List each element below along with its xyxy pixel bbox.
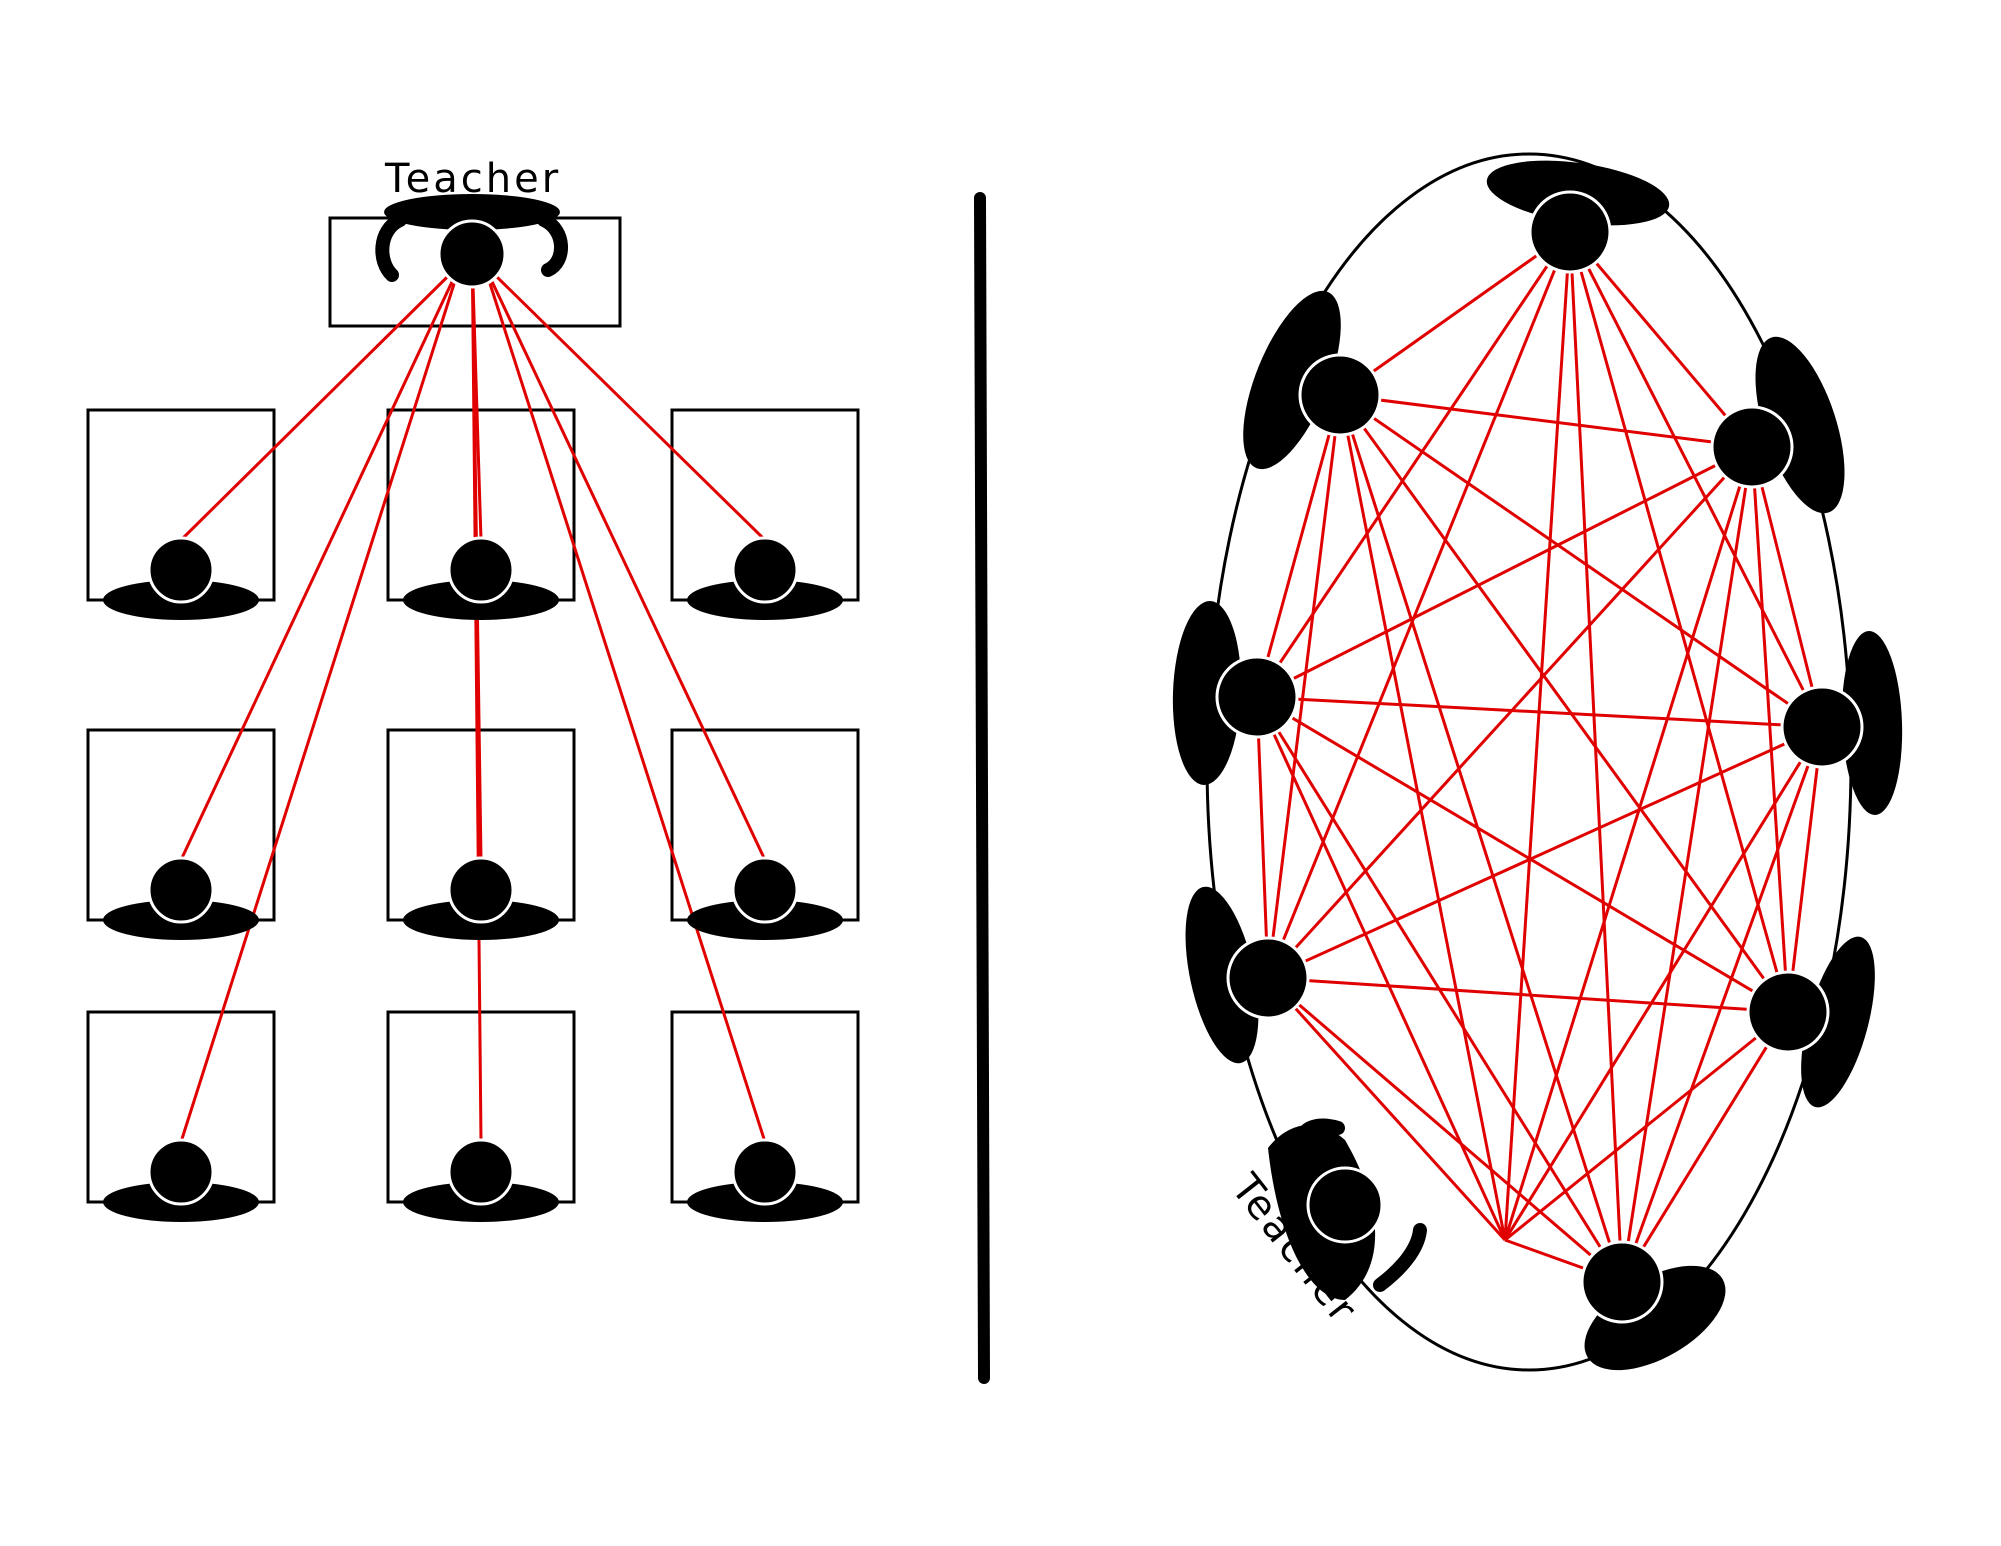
student-chair (1172, 601, 1242, 785)
student-student-link (1620, 446, 1754, 1283)
student-student-link (1568, 231, 1824, 728)
student-student-links (1255, 230, 1824, 1284)
teacher-student-link (179, 263, 462, 1143)
student-student-link (1256, 695, 1823, 729)
student-student-link (1266, 394, 1342, 979)
teacher-student-link (482, 262, 767, 542)
student-head (1580, 1240, 1664, 1324)
student-student-link (1267, 976, 1623, 1284)
student-student-link (1568, 231, 1790, 1013)
student-head (1215, 655, 1299, 739)
student-head (731, 856, 799, 924)
chairs-right (1172, 160, 1903, 1371)
traditional-classroom: Teacher (86, 156, 860, 1222)
student-student-link (1255, 696, 1507, 1241)
teacher-student-link (179, 263, 462, 861)
student-head (731, 536, 799, 604)
student-head (731, 1138, 799, 1206)
student-head (447, 536, 515, 604)
student-student-link (1255, 394, 1342, 698)
teacher-student-link (179, 262, 462, 542)
student-head (1226, 936, 1310, 1020)
student-chair (1755, 336, 1845, 514)
student-desks (86, 408, 860, 1204)
student-student-link (1256, 695, 1789, 1014)
student-student-link (1339, 393, 1753, 449)
student-student-link (1503, 446, 1754, 1241)
teacher-head-right (1306, 1166, 1384, 1244)
students-left (103, 536, 843, 1222)
teacher-student-links (179, 262, 767, 1143)
student-student-link (1750, 446, 1824, 728)
student-chair (1243, 290, 1341, 470)
students-right (1215, 190, 1864, 1324)
teacher-arm-lower (1373, 1223, 1427, 1292)
teacher-student-link (470, 263, 483, 1143)
student-chair (1185, 886, 1259, 1064)
teacher-arm-right (537, 213, 568, 277)
teacher-arm-upper (1297, 1118, 1345, 1147)
student-chair (1841, 631, 1903, 815)
student-student-link (1256, 445, 1753, 699)
student-student-link (1255, 231, 1572, 698)
student-student-link (1750, 446, 1790, 1013)
student-student-link (1338, 394, 1624, 1283)
student-head (447, 1138, 515, 1206)
student-student-link (1786, 726, 1824, 1013)
student-student-link (1503, 231, 1572, 1241)
student-student-link (1267, 976, 1789, 1014)
student-head (147, 856, 215, 924)
student-student-link (1339, 393, 1823, 729)
student-student-link (1338, 394, 1790, 1013)
student-head (147, 1138, 215, 1206)
student-head (1298, 353, 1382, 437)
student-chair (1801, 936, 1875, 1108)
circle-classroom: Teacher (1172, 152, 1903, 1372)
student-head (1710, 405, 1794, 489)
student-student-link (1568, 231, 1754, 448)
student-head (447, 856, 515, 924)
student-student-link (1267, 725, 1823, 980)
student-student-link (1504, 1010, 1789, 1242)
teacher-student-link (482, 263, 767, 1143)
teacher-chair (384, 194, 560, 230)
student-student-link (1266, 445, 1754, 980)
student-student-link (1339, 230, 1571, 397)
teacher-figure-left (375, 194, 568, 282)
student-head (1780, 685, 1864, 769)
teacher-arm-left (375, 213, 407, 282)
student-student-link (1568, 231, 1624, 1283)
student-student-link (1503, 726, 1824, 1241)
teacher-student-link (482, 263, 767, 861)
panel-divider (974, 192, 990, 1384)
student-chair (1584, 1265, 1726, 1371)
teacher-head-left (437, 219, 507, 289)
student-head (1746, 970, 1830, 1054)
student-student-link (1620, 726, 1824, 1283)
student-student-link (1266, 976, 1507, 1242)
student-student-link (1266, 231, 1572, 979)
student-student-link (1255, 696, 1270, 979)
student-head (1528, 190, 1612, 274)
student-student-link (1338, 394, 1507, 1241)
student-head (147, 536, 215, 604)
student-student-link (1620, 1011, 1790, 1283)
